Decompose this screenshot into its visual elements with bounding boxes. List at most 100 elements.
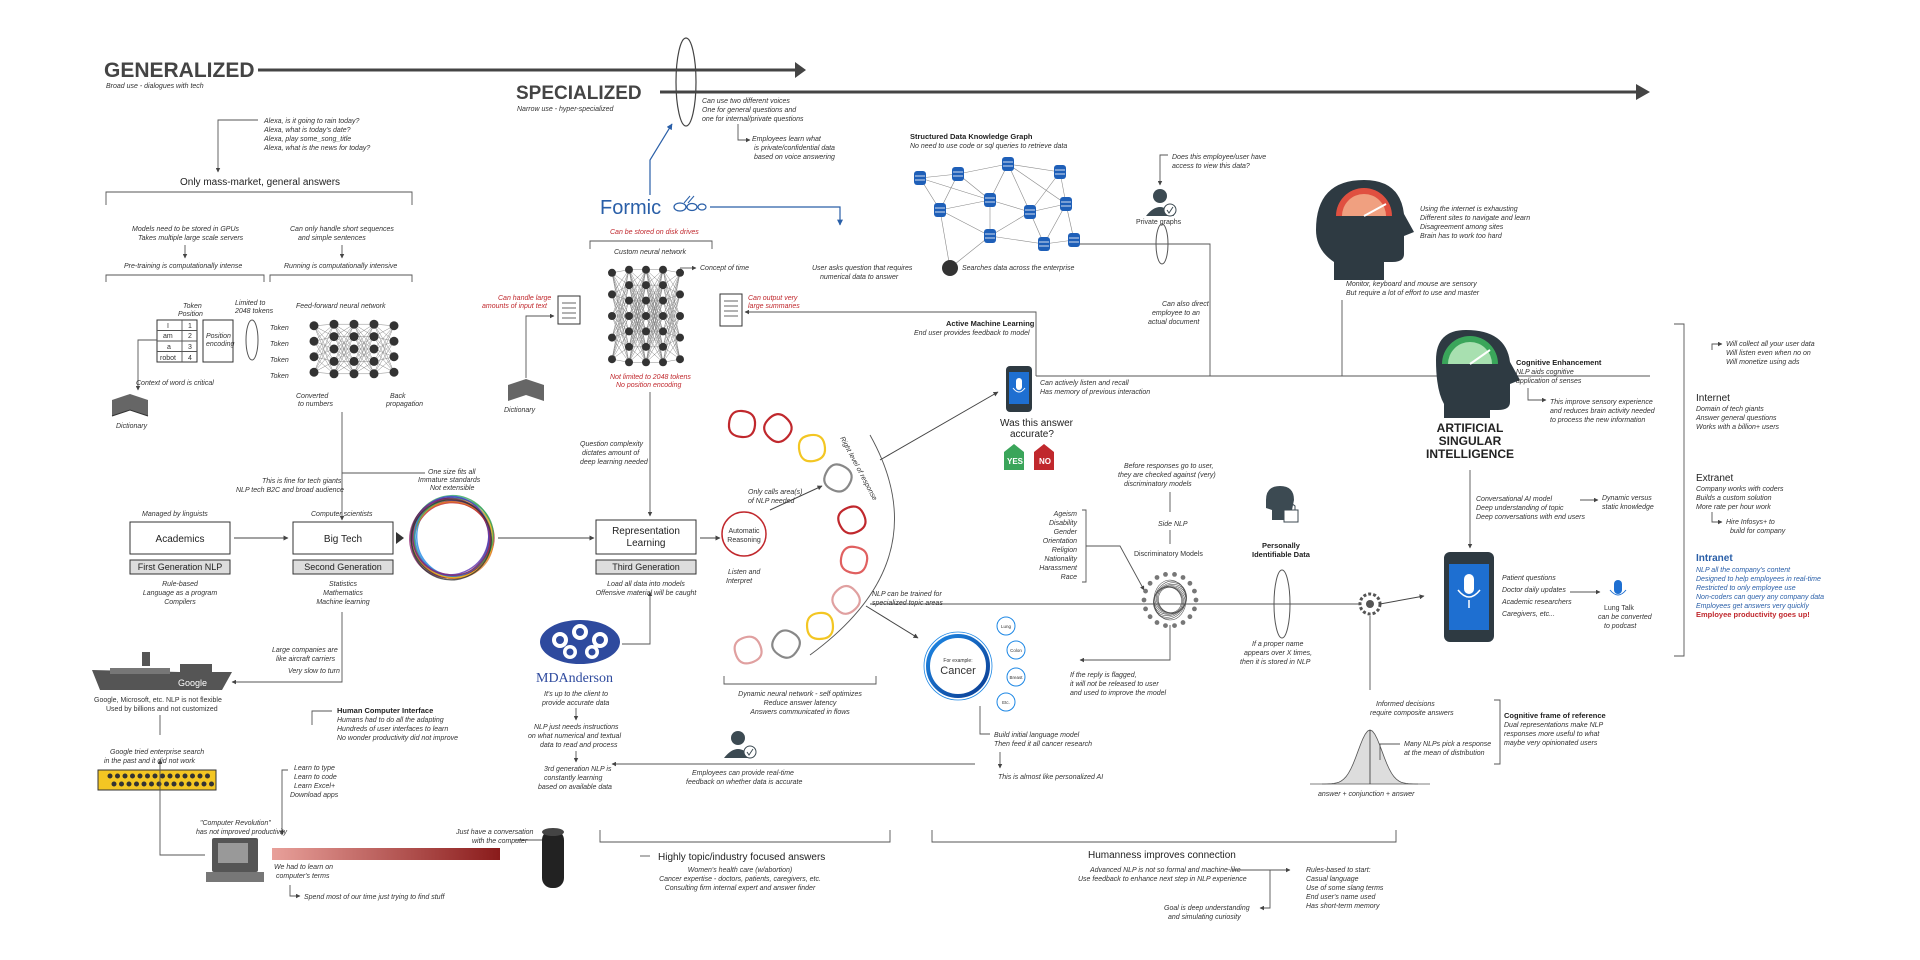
svg-text:MDAnderson: MDAnderson bbox=[536, 671, 613, 686]
svg-text:Alexa, what is the news for to: Alexa, what is the news for today? bbox=[263, 145, 370, 152]
listen-recall-note: Can actively listen and recall bbox=[1040, 380, 1129, 387]
svg-text:Breast: Breast bbox=[1009, 675, 1023, 680]
svg-text:Patient questions: Patient questions bbox=[1502, 575, 1556, 582]
svg-text:Learn to type: Learn to type bbox=[294, 765, 335, 772]
before-responses-note: Before responses go to user, they are ch… bbox=[1118, 463, 1216, 558]
svg-text:access to view this data?: access to view this data? bbox=[1172, 163, 1250, 170]
svg-text:Harassment: Harassment bbox=[1039, 565, 1078, 572]
svg-text:static knowledge: static knowledge bbox=[1602, 504, 1654, 511]
svg-text:Many NLPs pick a response: Many NLPs pick a response bbox=[1404, 741, 1491, 748]
feed-forward-neural-network: Feed-forward neural network Token Token … bbox=[270, 303, 423, 408]
svg-text:Domain of tech giants: Domain of tech giants bbox=[1696, 406, 1764, 413]
formic-up-arrow bbox=[649, 123, 673, 195]
svg-text:Machine learning: Machine learning bbox=[316, 599, 369, 606]
svg-text:Then feed it all cancer resear: Then feed it all cancer research bbox=[994, 741, 1092, 748]
svg-text:dictates amount of: dictates amount of bbox=[582, 450, 640, 457]
svg-text:Dictionary: Dictionary bbox=[116, 423, 148, 430]
no-button[interactable]: NO bbox=[1034, 444, 1054, 470]
svg-text:NLP tech B2C and broad audienc: NLP tech B2C and broad audience bbox=[236, 487, 344, 494]
svg-text:Can only handle short sequence: Can only handle short sequences bbox=[290, 226, 394, 233]
svg-text:Race: Race bbox=[1061, 574, 1077, 581]
dynamic-nn-note: Dynamic neural network - self optimizes … bbox=[738, 691, 862, 716]
svg-text:Different sites to navigate an: Different sites to navigate and learn bbox=[1420, 215, 1530, 222]
svg-text:of NLP needed: of NLP needed bbox=[748, 498, 796, 505]
feedback-arrow bbox=[744, 309, 1037, 376]
informed-decisions-note: Informed decisions require composite ans… bbox=[1370, 701, 1454, 717]
svg-text:This improve sensory experienc: This improve sensory experience bbox=[1550, 399, 1653, 406]
svg-text:Intranet: Intranet bbox=[1696, 553, 1733, 564]
svg-text:Identifiable Data: Identifiable Data bbox=[1252, 550, 1311, 559]
cancer-satellite-etc: Etc. bbox=[996, 692, 1016, 712]
svg-text:I: I bbox=[167, 323, 169, 330]
svg-text:Google, Microsoft, etc. NLP is: Google, Microsoft, etc. NLP is not flexi… bbox=[94, 697, 222, 704]
svg-text:Will monetize using ads: Will monetize using ads bbox=[1726, 359, 1800, 366]
svg-text:Private graphs: Private graphs bbox=[1136, 219, 1182, 226]
output-summary-icon bbox=[719, 293, 743, 327]
enhanced-head-icon bbox=[1436, 330, 1520, 418]
svg-text:Cognitive Enhancement: Cognitive Enhancement bbox=[1516, 358, 1602, 367]
svg-text:No position encoding: No position encoding bbox=[616, 382, 681, 389]
feedback-phone-icon bbox=[1006, 366, 1032, 412]
human-computer-interface-note: Human Computer Interface Humans had to d… bbox=[279, 706, 458, 836]
svg-text:based on available data: based on available data bbox=[538, 784, 612, 791]
composite-gear-node bbox=[1358, 592, 1382, 616]
svg-text:Load all data into models: Load all data into models bbox=[607, 581, 685, 588]
svg-text:Human Computer Interface: Human Computer Interface bbox=[337, 706, 433, 715]
build-model-note: Build initial language model bbox=[994, 732, 1080, 739]
svg-text:appears over X times,: appears over X times, bbox=[1244, 650, 1312, 657]
svg-text:Only calls area(s): Only calls area(s) bbox=[748, 489, 802, 496]
svg-text:and used to improve the model: and used to improve the model bbox=[1070, 690, 1167, 697]
topic-focused-list: Women's health care (w/abortion) Cancer … bbox=[659, 867, 821, 892]
svg-text:Informed decisions: Informed decisions bbox=[1376, 701, 1435, 708]
svg-text:Mathematics: Mathematics bbox=[323, 590, 363, 597]
searches-note: Searches data across the enterprise bbox=[962, 265, 1075, 272]
svg-text:Will collect all your user dat: Will collect all your user data bbox=[1726, 341, 1815, 348]
pid-label: Personally bbox=[1262, 541, 1301, 550]
svg-text:Alexa, what is today's date?: Alexa, what is today's date? bbox=[263, 127, 351, 134]
svg-text:Deep understanding of topic: Deep understanding of topic bbox=[1476, 505, 1564, 512]
learn-on-computer-note: We had to learn on bbox=[274, 864, 333, 871]
svg-text:Learn to code: Learn to code bbox=[294, 774, 337, 781]
svg-text:like aircraft carriers: like aircraft carriers bbox=[276, 656, 336, 663]
svg-text:Using the internet is exhausti: Using the internet is exhausting bbox=[1420, 206, 1518, 213]
svg-text:End user provides feedback to: End user provides feedback to model bbox=[914, 330, 1030, 337]
alexa-examples: Alexa, is it going to rain today? Alexa,… bbox=[215, 118, 370, 173]
svg-text:Running is computationally int: Running is computationally intensive bbox=[284, 263, 397, 270]
svg-text:on what numerical and textual: on what numerical and textual bbox=[528, 733, 621, 740]
svg-text:Rules-based to start:: Rules-based to start: bbox=[1306, 867, 1371, 874]
svg-text:Broad use - dialogues with tec: Broad use - dialogues with tech bbox=[106, 83, 204, 90]
svg-text:Immature standards: Immature standards bbox=[418, 477, 481, 484]
svg-text:Feed-forward neural network: Feed-forward neural network bbox=[296, 303, 386, 310]
svg-text:Big Tech: Big Tech bbox=[324, 534, 362, 545]
svg-text:GENERALIZED: GENERALIZED bbox=[104, 59, 255, 82]
yes-button[interactable]: YES bbox=[1004, 444, 1024, 470]
realtime-feedback-note: Employees can provide real-time bbox=[692, 770, 794, 777]
svg-text:require composite answers: require composite answers bbox=[1370, 710, 1454, 717]
concept-of-time-note: Concept of time bbox=[700, 265, 749, 272]
svg-text:Very slow to turn: Very slow to turn bbox=[288, 668, 340, 675]
svg-text:Side NLP: Side NLP bbox=[1158, 521, 1188, 528]
svg-text:encoding: encoding bbox=[206, 341, 235, 348]
was-answer-accurate: Was this answer bbox=[1000, 418, 1074, 429]
svg-text:Academics: Academics bbox=[156, 534, 205, 545]
svg-text:Consulting firm internal exper: Consulting firm internal expert and answ… bbox=[665, 885, 816, 892]
md-anderson-logo: MDAnderson bbox=[536, 620, 620, 686]
google-ship-icon: Google bbox=[92, 652, 232, 690]
svg-text:one for internal/private quest: one for internal/private questions bbox=[702, 116, 804, 123]
svg-text:it will not be released to use: it will not be released to user bbox=[1070, 681, 1159, 688]
rules-based-note: Rules-based to start: Casual language Us… bbox=[1306, 867, 1384, 910]
svg-text:SPECIALIZED: SPECIALIZED bbox=[516, 83, 642, 104]
topic-focused-title: Highly topic/industry focused answers bbox=[658, 852, 825, 863]
svg-text:specialized topic areas: specialized topic areas bbox=[872, 600, 943, 607]
private-access-note: Does this employee/user have access to v… bbox=[1157, 154, 1266, 186]
conversation-note: Just have a conversation bbox=[455, 829, 534, 836]
asi-title: ARTIFICIAL SINGULAR INTELLIGENCE bbox=[1426, 421, 1514, 461]
svg-text:Disagreement among sites: Disagreement among sites bbox=[1420, 224, 1504, 231]
svg-text:Hundreds of user interfaces to: Hundreds of user interfaces to learn bbox=[337, 726, 448, 733]
svg-text:Goal is deep understanding: Goal is deep understanding bbox=[1164, 905, 1250, 912]
svg-text:No wonder productivity did not: No wonder productivity did not improve bbox=[337, 735, 458, 742]
svg-text:data to read and process: data to read and process bbox=[540, 742, 618, 749]
svg-text:Religion: Religion bbox=[1052, 547, 1077, 554]
knowledge-graph-network bbox=[914, 157, 1080, 269]
